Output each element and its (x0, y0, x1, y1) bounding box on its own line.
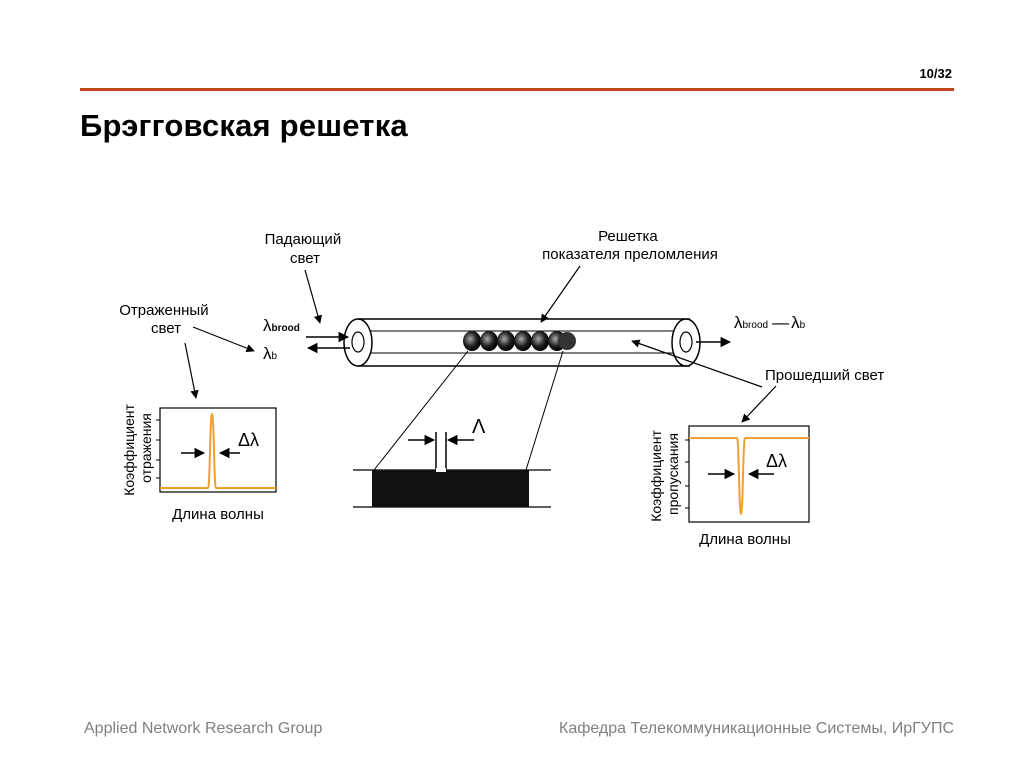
page-number: 10/32 (919, 66, 952, 81)
transmitted-pointer-1 (631, 339, 763, 388)
transmitted-light-label: Прошедший свет (765, 367, 884, 384)
transmission-xlabel: Длина волны (699, 531, 791, 548)
lambda-b-label: λb (263, 344, 278, 363)
footer-left: Applied Network Research Group (84, 720, 323, 737)
reflection-ylabel: Коэффициент отражения (121, 400, 154, 496)
transmission-ylabel: Коэффициент пропускания (648, 426, 681, 522)
transmitted-pointer-2 (741, 385, 777, 423)
grating-pointer (540, 265, 581, 323)
transmission-delta-label: Δλ (766, 451, 787, 471)
reflection-plot (156, 407, 277, 493)
period-lambda-label: Λ (472, 416, 486, 438)
grating-period-detail (353, 432, 551, 508)
index-grating (463, 331, 576, 351)
grating-label: Решетка показателя преломления (542, 228, 718, 263)
reflected-pointer-2 (184, 342, 199, 399)
reflected-light-label: Отраженный свет (119, 302, 213, 337)
reflection-xlabel: Длина волны (172, 506, 264, 523)
zoom-line-right (525, 350, 564, 471)
optical-fiber (343, 318, 701, 367)
output-lambda-label: λbrood—λb (734, 313, 806, 332)
reflected-pointer-1 (192, 326, 255, 353)
reflection-curve (160, 412, 276, 489)
slide-title: Брэгговская решетка (80, 108, 408, 143)
footer-right: Кафедра Телекоммуникационные Системы, Ир… (559, 720, 954, 737)
transmission-plot (685, 425, 810, 523)
incident-pointer (304, 269, 322, 324)
lambda-brood-label: λbrood (263, 316, 300, 335)
transmission-curve (689, 437, 809, 516)
reflection-delta-label: Δλ (238, 430, 259, 450)
incident-light-label: Падающий свет (265, 231, 346, 267)
zoom-line-left (373, 350, 469, 471)
header-rule (80, 88, 954, 91)
